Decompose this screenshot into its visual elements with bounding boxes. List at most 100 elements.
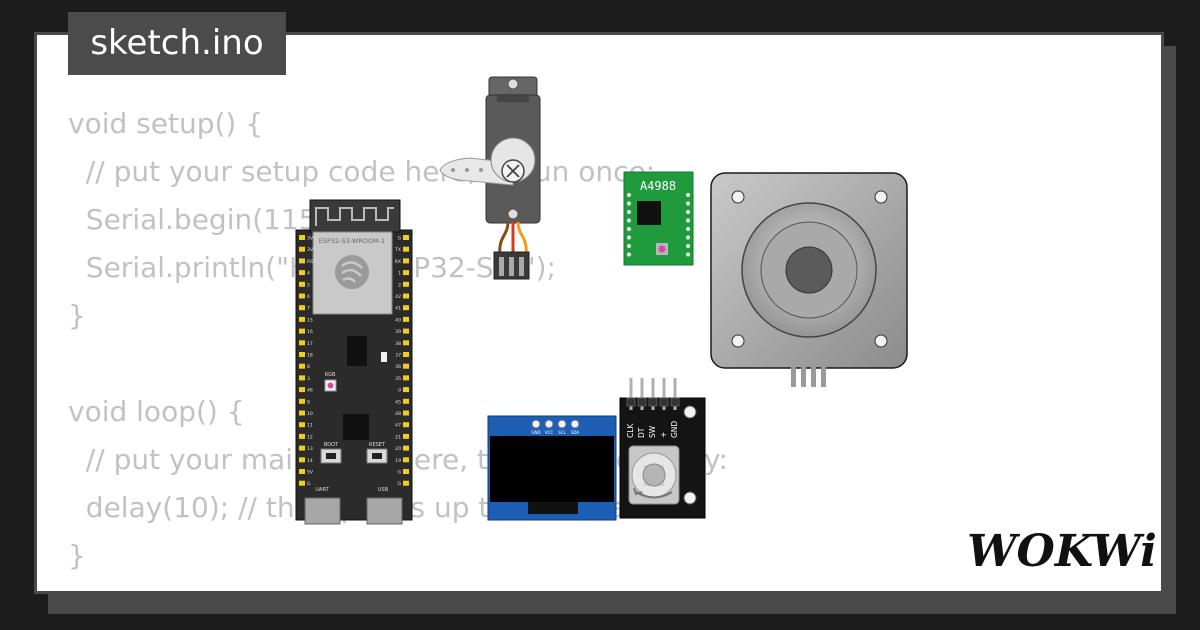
header-pin[interactable] <box>299 246 305 252</box>
header-pin[interactable] <box>403 398 409 404</box>
header-pin[interactable] <box>403 305 409 311</box>
a4988-pin[interactable] <box>685 226 691 232</box>
header-pin[interactable] <box>299 422 305 428</box>
boot-label: BOOT <box>324 442 339 448</box>
header-pin[interactable] <box>403 410 409 416</box>
uart-usb-port <box>304 497 341 525</box>
pin-label: RST <box>307 259 316 265</box>
header-pin[interactable] <box>403 293 409 299</box>
a4988-pin[interactable] <box>685 243 691 249</box>
header-pin[interactable] <box>299 433 305 439</box>
header-pin[interactable] <box>299 316 305 322</box>
wokwi-logo-text: WOKWi <box>967 526 1157 577</box>
header-pin[interactable] <box>403 316 409 322</box>
a4988-pin[interactable] <box>626 243 632 249</box>
header-pin[interactable] <box>403 387 409 393</box>
header-pin[interactable] <box>299 375 305 381</box>
header-pin[interactable] <box>403 375 409 381</box>
header-pin[interactable] <box>403 363 409 369</box>
header-pin[interactable] <box>403 422 409 428</box>
encoder-pin-label: + <box>659 432 668 438</box>
header-pin[interactable] <box>403 270 409 276</box>
encoder-pin[interactable] <box>651 378 655 410</box>
header-pin[interactable] <box>403 433 409 439</box>
a4988-pin[interactable] <box>685 252 691 257</box>
a4988-pin[interactable] <box>685 201 691 206</box>
header-pin[interactable] <box>403 352 409 357</box>
header-pin[interactable] <box>299 328 305 334</box>
pin-label: 40 <box>395 317 401 323</box>
reset-button[interactable] <box>366 448 388 464</box>
encoder-pin-label: CLK <box>626 423 635 438</box>
servo-motor[interactable] <box>439 76 541 280</box>
header-pin[interactable] <box>403 480 409 486</box>
header-pin[interactable] <box>299 398 305 404</box>
header-pin[interactable] <box>403 258 409 264</box>
header-pin[interactable] <box>299 293 305 299</box>
header-pin[interactable] <box>299 340 305 346</box>
header-pin[interactable] <box>403 328 409 334</box>
a4988-pin[interactable] <box>626 235 632 240</box>
pin-label: 41 <box>395 306 401 312</box>
oled-pin-label: SDA <box>571 430 580 435</box>
header-pin[interactable] <box>299 305 305 311</box>
pin-label: 13 <box>307 446 313 452</box>
a4988-pin[interactable] <box>685 192 691 198</box>
a4988-pin[interactable] <box>685 218 691 223</box>
oled-pin[interactable] <box>570 419 580 429</box>
pin-label: G <box>397 236 401 242</box>
a4988-pin[interactable] <box>685 209 691 215</box>
file-tab[interactable]: sketch.ino <box>68 12 286 75</box>
header-pin[interactable] <box>299 410 305 416</box>
header-pin[interactable] <box>299 445 305 451</box>
a4988-pin[interactable] <box>626 201 632 206</box>
header-pin[interactable] <box>403 281 409 287</box>
header-pin[interactable] <box>299 469 305 474</box>
encoder-pin[interactable] <box>673 378 677 410</box>
header-pin[interactable] <box>403 235 409 240</box>
header-pin[interactable] <box>299 363 305 369</box>
pin-label: 4 <box>307 271 310 277</box>
stepper-motor[interactable] <box>710 172 908 387</box>
a4988-pin[interactable] <box>626 209 632 215</box>
oled-pin[interactable] <box>531 419 541 429</box>
header-pin[interactable] <box>403 340 409 346</box>
pin-label: 3 <box>307 376 310 382</box>
header-pin[interactable] <box>403 469 409 474</box>
a4988-pin[interactable] <box>626 226 632 232</box>
header-pin[interactable] <box>299 457 305 463</box>
oled-pin[interactable] <box>544 419 554 429</box>
header-pin[interactable] <box>299 258 305 264</box>
encoder-pin[interactable] <box>662 378 666 410</box>
code-line: } <box>68 299 86 332</box>
pin-label: 5V <box>307 470 314 476</box>
boot-button[interactable] <box>320 448 342 464</box>
header-pin[interactable] <box>403 445 409 451</box>
a4988-pin[interactable] <box>626 192 632 198</box>
a4988-driver[interactable]: A4988 <box>623 171 694 266</box>
a4988-pin[interactable] <box>685 235 691 240</box>
code-line: void loop() { <box>68 395 245 428</box>
pin-label: 39 <box>395 329 401 335</box>
esp32-s3-board[interactable]: ESP32-S3-WROOM-1 RGB BOOT RESET UART USB… <box>295 199 413 525</box>
encoder-pin-socket <box>626 397 636 407</box>
header-pin[interactable] <box>299 281 305 287</box>
encoder-pin-label: SW <box>648 425 657 438</box>
encoder-pin[interactable] <box>629 378 633 410</box>
oled-pin[interactable] <box>557 419 567 429</box>
header-pin[interactable] <box>299 352 305 357</box>
a4988-pin[interactable] <box>626 252 632 257</box>
header-pin[interactable] <box>299 235 305 240</box>
header-pin[interactable] <box>299 270 305 276</box>
header-pin[interactable] <box>403 246 409 252</box>
a4988-pin[interactable] <box>626 218 632 223</box>
header-pin[interactable] <box>299 480 305 486</box>
header-pin[interactable] <box>299 387 305 393</box>
header-pin[interactable] <box>403 457 409 463</box>
encoder-pin[interactable] <box>640 378 644 410</box>
pin-label: 37 <box>395 353 401 359</box>
